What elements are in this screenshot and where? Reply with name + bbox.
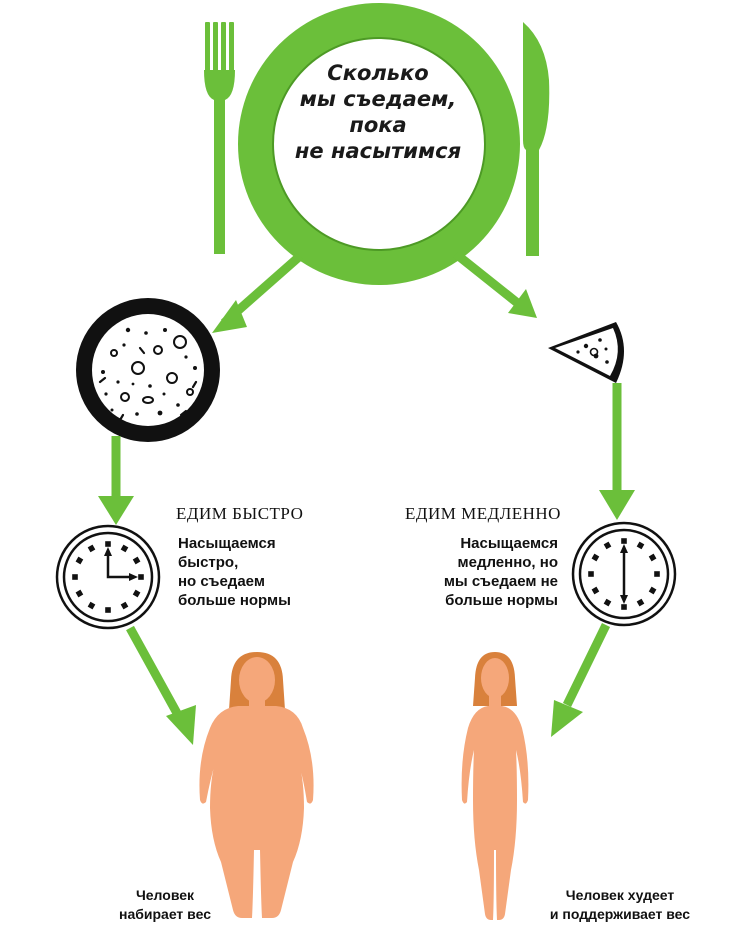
- plate-caption-line: мы съедаем,: [299, 87, 457, 111]
- slow-title: ЕДИМ МЕДЛЕННО: [405, 504, 561, 523]
- slow-result: Человек худеет и поддерживает вес: [520, 886, 720, 924]
- fast-description: Насыщаемся быстро, но съедаем больше нор…: [178, 534, 291, 610]
- fast-title: ЕДИМ БЫСТРО: [176, 504, 304, 523]
- arrow-slow-clock-to-person: [562, 623, 611, 707]
- arrow-fast-clock-to-person: [126, 625, 182, 718]
- plate-caption-line: пока: [349, 113, 407, 137]
- slow-description-line: мы съедаем не: [443, 573, 558, 590]
- person-heavy-icon: [199, 652, 314, 918]
- plate-caption-line: не насытимся: [294, 139, 462, 163]
- fast-description-line: но съедаем: [178, 573, 265, 590]
- slow-description-line: больше нормы: [445, 592, 558, 609]
- person-slim-icon: [461, 652, 529, 920]
- fast-result: Человек набирает вес: [100, 886, 230, 924]
- slow-result-line: и поддерживает вес: [549, 906, 691, 922]
- fast-result-line: набирает вес: [119, 906, 211, 922]
- arrow-plate-to-slow: [453, 250, 523, 309]
- whole-pizza-icon: [76, 298, 220, 442]
- slow-description: Насыщаемся медленно, но мы съедаем не бо…: [392, 534, 558, 610]
- fast-description-line: больше нормы: [178, 592, 291, 609]
- fast-result-line: Человек: [135, 887, 195, 903]
- clock-slow-icon: [571, 521, 677, 627]
- slow-description-line: Насыщаемся: [460, 535, 558, 552]
- fork-icon: [204, 22, 235, 254]
- fast-description-line: Насыщаемся: [178, 535, 276, 552]
- slow-description-line: медленно, но: [457, 554, 558, 571]
- clock-fast-icon: [55, 524, 161, 630]
- plate-caption-line: Сколько: [327, 61, 429, 85]
- fast-description-line: быстро,: [178, 554, 239, 571]
- plate-caption: Сколько мы съедаем, пока не насытимся: [286, 60, 470, 164]
- slow-result-line: Человек худеет: [565, 887, 675, 903]
- pizza-slice-icon: [548, 322, 624, 383]
- plate-icon: [238, 3, 520, 285]
- knife-icon: [523, 22, 550, 256]
